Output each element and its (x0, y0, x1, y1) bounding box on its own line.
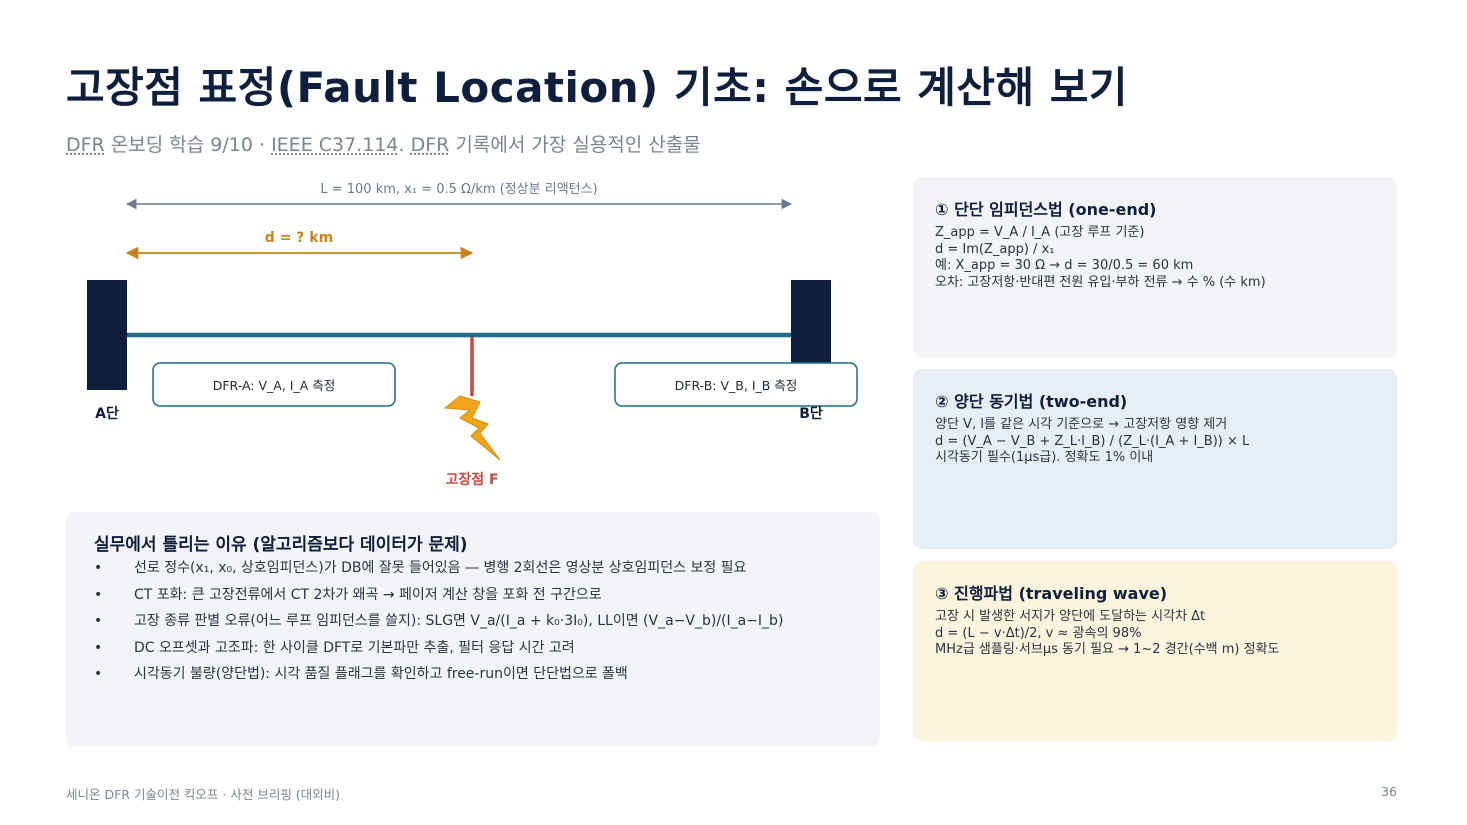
bullet-icon: • (94, 613, 103, 629)
list-item-text: 선로 정수(x₁, x₀, 상호임피던스)가 DB에 잘못 들어있음 — 병행 … (134, 560, 747, 576)
subtitle-text: 온보딩 학습 9/10 · (104, 134, 272, 156)
subtitle-text: 기록에서 가장 실용적인 산출물 (449, 134, 701, 156)
page-title: 고장점 표정(Fault Location) 기초: 손으로 계산해 보기 (66, 63, 1129, 112)
list-item-text: 시각동기 불량(양단법): 시각 품질 플래그를 확인하고 free-run이면… (134, 666, 628, 682)
list-item: • CT 포화: 큰 고장전류에서 CT 2차가 왜곡 → 페이저 계산 창을 포… (94, 585, 783, 612)
line-length-label: L = 100 km, x₁ = 0.5 Ω/km (정상분 리액턴스) (320, 182, 597, 197)
method-line: MHz급 샘플링·서브μs 동기 필요 → 1~2 경간(수백 m) 정확도 (935, 642, 1280, 657)
list-item: • DC 오프셋과 고조파: 한 사이클 DFT로 기본파만 추출, 필터 응답 … (94, 638, 783, 665)
footer-text: 세니온 DFR 기술이전 킥오프 · 사전 브리핑 (대외비) (66, 787, 341, 802)
list-item-text: 고장 종류 판별 오류(어느 루프 임피던스를 쓸지): SLG면 V_a/(I… (134, 613, 784, 629)
page-subtitle: DFR 온보딩 학습 9/10 · IEEE C37.114. DFR 기록에서… (66, 130, 701, 157)
bullet-icon: • (94, 586, 103, 603)
list-item-text: CT 포화: 큰 고장전류에서 CT 2차가 왜곡 → 페이저 계산 창을 포화… (134, 586, 602, 603)
transmission-line-diagram: L = 100 km, x₁ = 0.5 Ω/km (정상분 리액턴스) d =… (87, 182, 858, 488)
method-panel-one-end: ① 단단 임피던스법 (one-end) Z_app = V_A / I_A (… (913, 177, 1397, 357)
list-item: • 고장 종류 판별 오류(어느 루프 임피던스를 쓸지): SLG면 V_a/(… (94, 611, 783, 638)
method-line: 고장 시 발생한 서지가 양단에 도달하는 시각차 Δt (935, 609, 1206, 624)
method-title: ③ 진행파법 (traveling wave) (935, 584, 1168, 603)
list-item: • 선로 정수(x₁, x₀, 상호임피던스)가 DB에 잘못 들어있음 — 병행… (94, 558, 783, 585)
method-panel-traveling-wave: ③ 진행파법 (traveling wave) 고장 시 발생한 서지가 양단에… (913, 561, 1397, 741)
dfr-a-box (152, 362, 396, 407)
method-title: ② 양단 동기법 (two-end) (935, 392, 1128, 411)
method-line: 양단 V, I를 같은 시각 기준으로 → 고장저항 영향 제거 (935, 417, 1228, 432)
abbr-dfr: DFR (410, 134, 450, 156)
bullet-icon: • (94, 560, 103, 576)
terminal-b-label: B단 (799, 405, 823, 422)
pitfalls-panel: 실무에서 틀리는 이유 (알고리즘보다 데이터가 문제) • 선로 정수(x₁, … (66, 512, 880, 747)
dfr-b-box (614, 362, 858, 407)
abbr-dfr: DFR (66, 134, 105, 156)
abbr-ieee: IEEE C37.114 (271, 134, 399, 156)
bullet-icon: • (94, 639, 103, 656)
lightning-icon (443, 395, 501, 461)
method-line: 시각동기 필수(1μs급). 정확도 1% 이내 (935, 450, 1154, 465)
distance-label: d = ? km (265, 230, 333, 246)
fault-label: 고장점 F (445, 471, 498, 488)
method-line: 예: X_app = 30 Ω → d = 30/0.5 = 60 km (935, 258, 1194, 273)
method-title: ① 단단 임피던스법 (one-end) (935, 200, 1157, 219)
list-item-text: DC 오프셋과 고조파: 한 사이클 DFT로 기본파만 추출, 필터 응답 시… (134, 639, 575, 656)
dfr-a-label: DFR-A: V_A, I_A 측정 (213, 378, 336, 393)
method-line: d = Im(Z_app) / x₁ (935, 241, 1055, 257)
terminal-a-label: A단 (95, 405, 119, 422)
pitfalls-list: • 선로 정수(x₁, x₀, 상호임피던스)가 DB에 잘못 들어있음 — 병행… (94, 558, 783, 691)
list-item: • 시각동기 불량(양단법): 시각 품질 플래그를 확인하고 free-run이… (94, 664, 783, 691)
method-panel-two-end: ② 양단 동기법 (two-end) 양단 V, I를 같은 시각 기준으로 →… (913, 369, 1397, 549)
dfr-b-label: DFR-B: V_B, I_B 측정 (675, 378, 798, 393)
bus-a (87, 280, 127, 390)
method-line: d = (L − v·Δt)/2, v ≈ 광속의 98% (935, 625, 1142, 641)
method-line: Z_app = V_A / I_A (고장 루프 기준) (935, 225, 1145, 240)
method-line: d = (V_A − V_B + Z_L·I_B) / (Z_L·(I_A + … (935, 433, 1250, 449)
page-number: 36 (1381, 784, 1397, 799)
bullet-icon: • (94, 666, 103, 682)
method-line: 오차: 고장저항·반대편 전원 유입·부하 전류 → 수 % (수 km) (935, 274, 1266, 290)
subtitle-text: . (398, 134, 411, 156)
pitfalls-title: 실무에서 틀리는 이유 (알고리즘보다 데이터가 문제) (94, 535, 468, 555)
